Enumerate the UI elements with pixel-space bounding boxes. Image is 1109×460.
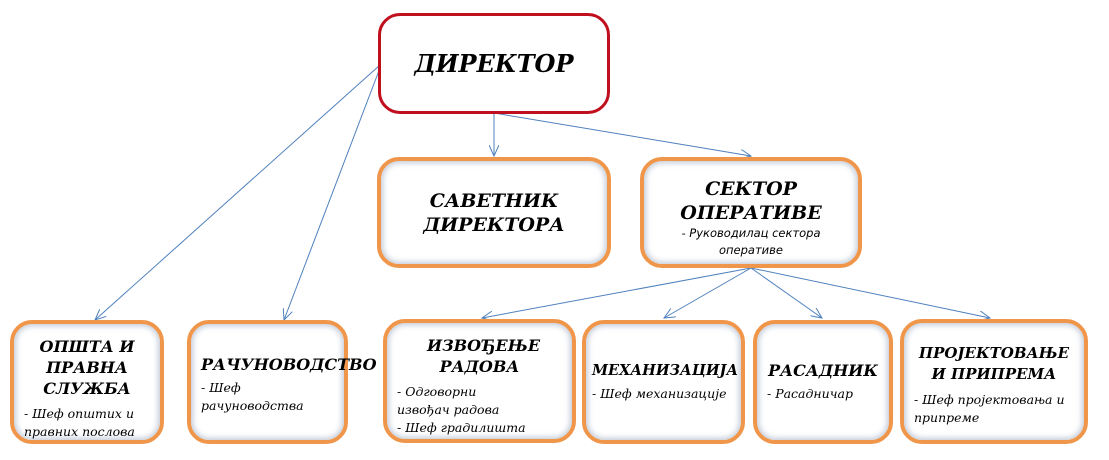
unit-title: ПРОЈЕКТОВАЊЕ И ПРИПРЕМА bbox=[918, 344, 1070, 383]
advisor-box: САВЕТНИК ДИРЕКТОРА bbox=[377, 157, 611, 268]
director-box: ДИРЕКТОР bbox=[378, 13, 610, 114]
advisor-title: САВЕТНИК ДИРЕКТОРА bbox=[423, 189, 565, 236]
unit-nursery: РАСАДНИК - Расадничар bbox=[753, 320, 893, 444]
unit-role: - Одговорни извођач радова bbox=[397, 384, 500, 417]
unit-role: - Шеф општих и правних послова bbox=[24, 406, 135, 439]
unit-machinery: МЕХАНИЗАЦИЈА - Шеф механизације bbox=[582, 320, 745, 444]
unit-title: ИЗВОЂЕЊЕ РАДОВА bbox=[427, 336, 541, 376]
operations-box: СЕКТОР ОПЕРАТИВЕ - Руководилац сектора о… bbox=[640, 157, 862, 268]
unit-title: РАСАДНИК bbox=[768, 361, 878, 380]
unit-title: РАЧУНОВОДСТВО bbox=[201, 355, 377, 374]
connector-director-accounting bbox=[284, 67, 381, 320]
operations-title: СЕКТОР ОПЕРАТИВЕ bbox=[680, 178, 822, 224]
unit-role: - Шеф градилишта bbox=[397, 420, 526, 435]
connector-operations-design bbox=[750, 267, 990, 318]
unit-design: ПРОЈЕКТОВАЊЕ И ПРИПРЕМА - Шеф пројектова… bbox=[900, 319, 1088, 444]
unit-role: - Шеф пројектовања и припреме bbox=[914, 392, 1065, 425]
unit-role: - Расадничар bbox=[767, 386, 853, 401]
unit-title: ОПШТА И ПРАВНА СЛУЖБА bbox=[39, 337, 135, 398]
operations-head: - Руководилац сектора оперативе bbox=[681, 226, 821, 257]
unit-works: ИЗВОЂЕЊЕ РАДОВА - Одговорни извођач радо… bbox=[383, 319, 576, 443]
unit-role: - Шеф механизације bbox=[592, 386, 727, 401]
unit-title: МЕХАНИЗАЦИЈА bbox=[592, 362, 739, 379]
unit-role: - Шеф рачуноводства bbox=[201, 380, 304, 413]
director-title: ДИРЕКТОР bbox=[414, 49, 574, 78]
unit-accounting: РАЧУНОВОДСТВО - Шеф рачуноводства bbox=[187, 320, 377, 444]
connector-director-general bbox=[95, 64, 381, 320]
unit-general-legal: ОПШТА И ПРАВНА СЛУЖБА - Шеф општих и пра… bbox=[10, 320, 164, 444]
connector-operations-machinery bbox=[664, 267, 752, 318]
connector-director-operations bbox=[493, 112, 751, 156]
connector-operations-nursery bbox=[750, 267, 822, 318]
connector-operations-works bbox=[482, 267, 752, 318]
